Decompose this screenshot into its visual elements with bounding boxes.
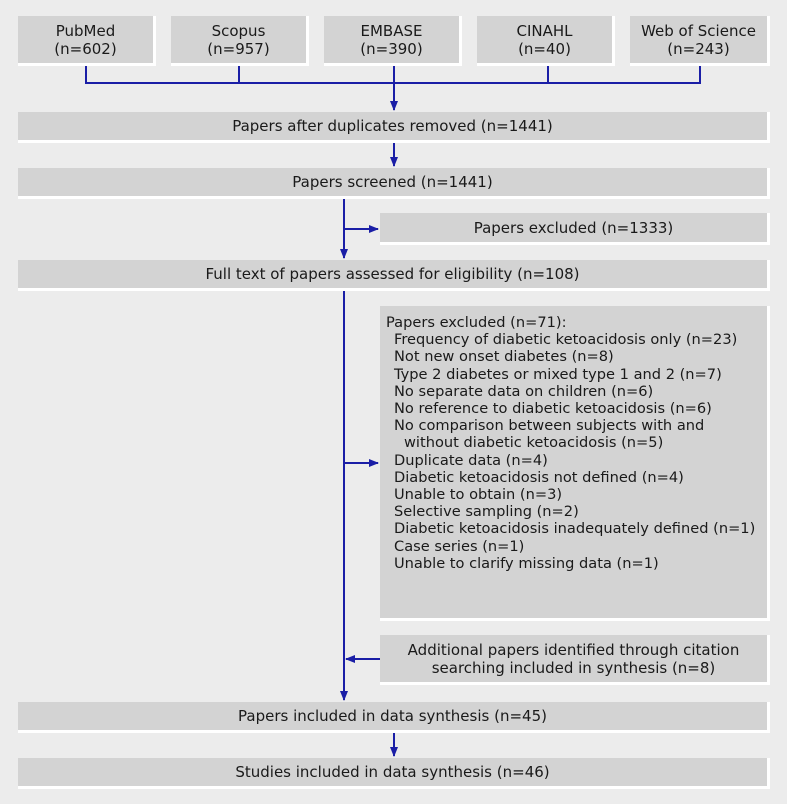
additional-papers-line2: searching included in synthesis (n=8) (431, 658, 716, 677)
exclusion-reason: Selective sampling (n=2) (394, 503, 579, 521)
exclusion-reason: Duplicate data (n=4) (394, 451, 548, 469)
included-papers-box: Papers included in data synthesis (n=45) (18, 702, 770, 733)
full-text-label: Full text of papers assessed for eligibi… (205, 265, 580, 283)
exclusion-reason: No reference to diabetic ketoacidosis (n… (394, 400, 712, 418)
excluded-screening-box: Papers excluded (n=1333) (380, 213, 770, 245)
exclusion-reason: Not new onset diabetes (n=8) (394, 348, 614, 366)
full-text-exclusions-box: Papers excluded (n=71): Frequency of dia… (380, 306, 770, 621)
included-papers-label: Papers included in data synthesis (n=45) (238, 707, 547, 725)
exclusion-reason: No separate data on children (n=6) (394, 382, 654, 400)
source-box-scopus: Scopus (n=957) (171, 16, 309, 66)
exclusions-heading: Papers excluded (n=71): (386, 314, 567, 331)
exclusion-reason: Unable to obtain (n=3) (394, 486, 563, 504)
source-box-pubmed: PubMed (n=602) (18, 16, 156, 66)
source-name: EMBASE (360, 21, 423, 40)
exclusion-reason: Frequency of diabetic ketoacidosis only … (394, 331, 738, 349)
included-studies-label: Studies included in data synthesis (n=46… (235, 763, 550, 781)
duplicates-removed-box: Papers after duplicates removed (n=1441) (18, 112, 770, 143)
exclusion-reason: Type 2 diabetes or mixed type 1 and 2 (n… (394, 365, 722, 383)
source-box-cinahl: CINAHL (n=40) (477, 16, 615, 66)
source-count: (n=390) (360, 39, 423, 58)
screened-box: Papers screened (n=1441) (18, 168, 770, 199)
duplicates-removed-label: Papers after duplicates removed (n=1441) (232, 117, 553, 135)
source-name: Web of Science (641, 21, 756, 40)
exclusion-reason: Diabetic ketoacidosis inadequately defin… (394, 520, 756, 538)
included-studies-box: Studies included in data synthesis (n=46… (18, 758, 770, 789)
exclusion-reason: Case series (n=1) (394, 537, 525, 555)
source-box-embase: EMBASE (n=390) (324, 16, 462, 66)
exclusion-reason: Unable to clarify missing data (n=1) (394, 554, 659, 572)
full-text-box: Full text of papers assessed for eligibi… (18, 260, 770, 291)
excluded-screening-label: Papers excluded (n=1333) (473, 218, 674, 237)
exclusion-reason: No comparison between subjects with and (394, 417, 705, 435)
screened-label: Papers screened (n=1441) (292, 173, 493, 191)
additional-papers-box: Additional papers identified through cit… (380, 635, 770, 685)
source-count: (n=243) (667, 39, 730, 58)
source-count: (n=40) (518, 39, 571, 58)
source-name: CINAHL (516, 21, 573, 40)
additional-papers-line1: Additional papers identified through cit… (407, 640, 740, 659)
source-name: PubMed (55, 21, 116, 40)
exclusion-reason: without diabetic ketoacidosis (n=5) (404, 434, 664, 452)
source-box-web-of-science: Web of Science (n=243) (630, 16, 770, 66)
source-count: (n=957) (207, 39, 270, 58)
exclusion-reason: Diabetic ketoacidosis not defined (n=4) (394, 468, 684, 486)
source-name: Scopus (211, 21, 266, 40)
source-count: (n=602) (54, 39, 117, 58)
